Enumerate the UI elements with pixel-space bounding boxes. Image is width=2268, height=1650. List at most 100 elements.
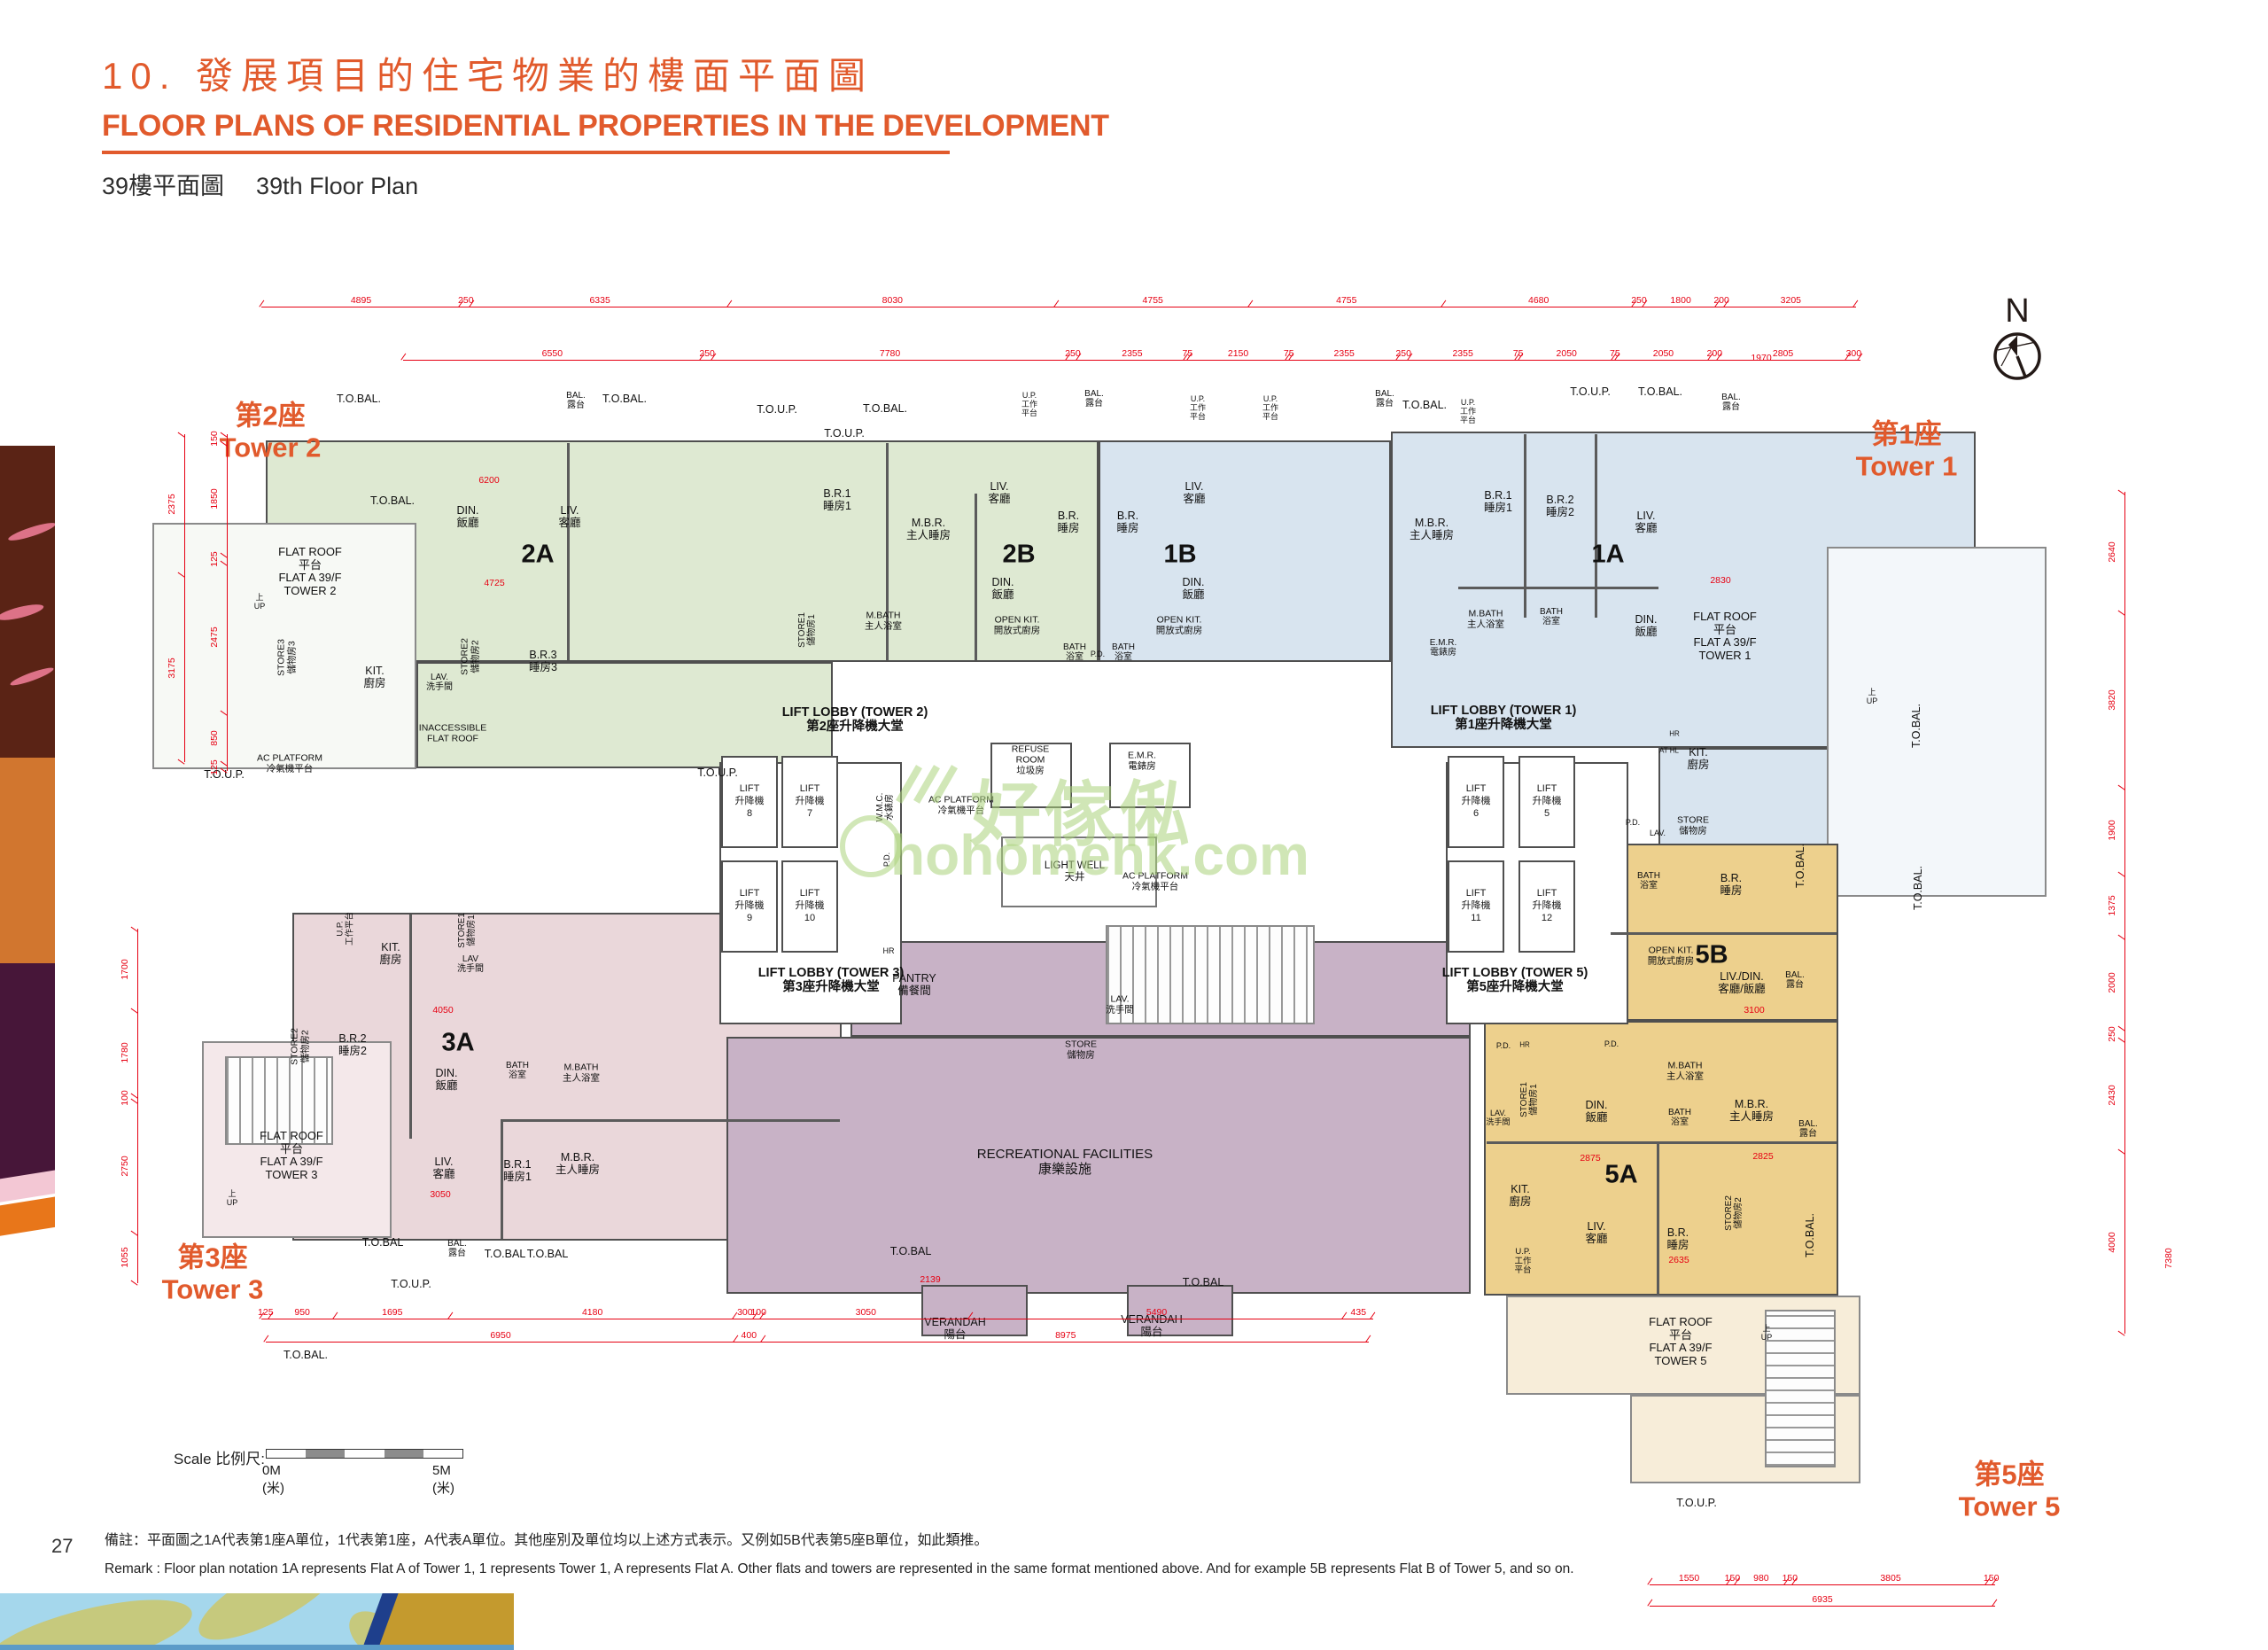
room-label: M.B.R.主人睡房 [1728,1098,1775,1123]
perimeter-label: T.O.BAL. [1912,865,1924,911]
scale-five-label: 5M (米) [432,1463,454,1496]
perimeter-label: U.P.工作平台 [1021,390,1038,418]
perimeter-label: T.O.U.P. [204,768,245,781]
region-tower1-flat-roof [1827,547,2047,897]
strip-orange-shape [0,758,55,963]
region-refuse-room [990,743,1072,808]
room-label: M.B.R.主人睡房 [1409,517,1455,541]
dimension-chain: 6550250778025023557521507523552502355752… [400,348,1863,361]
room-label: LIV.客廳 [432,1156,455,1180]
room-label: M.B.R.主人睡房 [555,1151,601,1176]
partition-wall [1657,1144,1659,1295]
bottom-decorative-art [0,1593,514,1650]
room-label: LAV.洗手間 [426,672,453,692]
dimension-value: 6200 [478,475,500,486]
unit-label-3A: 3A [441,1028,475,1057]
perimeter-label: T.O.U.P. [1676,1497,1717,1509]
region-tower5-unit-5a [1484,1021,1838,1296]
partition-wall [501,1122,503,1239]
perimeter-label: T.O.BAL. [602,393,648,405]
unit-label-2B: 2B [1002,540,1036,569]
partition-wall [409,915,412,1139]
room-label: HR [882,946,895,955]
perimeter-label: T.O.U.P. [757,403,797,416]
perimeter-label: T.O.BAL. [1794,843,1806,889]
room-label: B.R.睡房 [1057,510,1080,534]
page-number: 27 [51,1535,74,1557]
perimeter-label: T.O.BAL. [283,1349,329,1361]
subtitle-chinese: 39樓平面圖 [102,173,225,199]
staircase [225,1056,333,1145]
perimeter-label: T.O.BAL [526,1248,569,1260]
strip-purple-shape [0,963,55,1181]
remark-english: Remark : Floor plan notation 1A represen… [105,1560,1574,1576]
title-chinese: 10. 發展項目的住宅物業的樓面平面圖 [102,55,874,97]
perimeter-label: U.P.工作平台 [1459,397,1477,425]
dimension-value: 4050 [432,1005,454,1016]
room-label: LAV. [1649,828,1666,837]
title-underline [102,151,950,154]
perimeter-label: T.O.BAL. [1804,1212,1816,1258]
blue-edge-line [0,1645,514,1650]
perimeter-label: T.O.BAL [361,1236,404,1249]
room-label: DIN.飯廳 [991,576,1014,601]
region-tower1-unit-1b [1099,440,1391,662]
unit-label-2A: 2A [521,540,555,569]
perimeter-label: T.O.BAL [1182,1276,1224,1288]
room-label: E.M.R.電錶房 [1429,637,1457,658]
room-label: KIT.廚房 [379,941,402,966]
room-label: LIFT LOBBY (TOWER 1)第1座升降機大堂 [1430,703,1577,732]
partition-wall [501,1119,840,1122]
room-label: DIN.飯廳 [435,1067,458,1092]
room-label: KIT.廚房 [1687,746,1710,771]
room-label: U.P.工作平台 [335,911,354,946]
room-label: E.M.R.電錶房 [1127,750,1157,771]
compass-icon [1993,332,2041,380]
perimeter-label: T.O.BAL. [369,494,416,507]
room-label: P.D. [1090,649,1106,658]
staircase [1106,925,1315,1024]
region-emr-room [1109,743,1191,808]
partition-wall [1524,434,1526,618]
perimeter-label: T.O.BAL [889,1245,932,1257]
room-label: LIFT LOBBY (TOWER 3)第3座升降機大堂 [757,965,905,994]
dimension-value: 4725 [484,578,505,588]
perimeter-label: BAL.露台 [447,1238,467,1258]
partition-wall [1487,1141,1837,1144]
dimension-value: 7380 [2163,1248,2174,1269]
dimension-value: 3100 [1744,1005,1765,1016]
room-label: W.M.C.水錶房 [874,792,895,822]
room-label: HR [1669,729,1680,738]
dimension-chain: 6935 [1647,1594,1998,1607]
strip-brown-shape [0,446,55,758]
room-label: DIN.飯廳 [1585,1099,1608,1124]
region-recreation-verandah-2 [1127,1285,1233,1336]
perimeter-label: T.O.U.P. [824,427,865,440]
